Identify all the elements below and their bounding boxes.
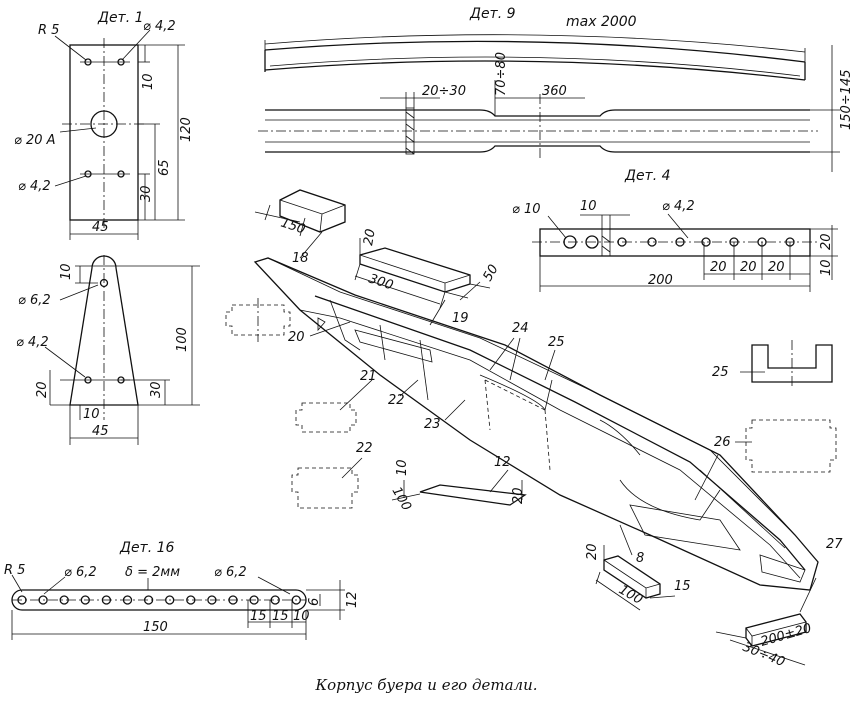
part-18-label: 18 bbox=[292, 251, 309, 266]
part-12-dim-100: 100 bbox=[389, 485, 414, 514]
det4-hole bbox=[675, 237, 685, 247]
bracket-d62: ⌀ 6,2 bbox=[18, 293, 51, 308]
det9-dim-360: 360 bbox=[542, 84, 567, 99]
det16-d62-left: ⌀ 6,2 bbox=[64, 565, 97, 580]
part-26-label: 26 bbox=[714, 435, 731, 450]
part-22-frame bbox=[291, 457, 363, 509]
figure-caption: Корпус буера и его детали. bbox=[315, 676, 538, 694]
det4-dim-20b: 20 bbox=[740, 260, 757, 275]
det1-dim-120: 120 bbox=[179, 117, 194, 142]
det9-dim-150-145: 150÷145 bbox=[839, 69, 853, 130]
det4-hole bbox=[617, 237, 627, 247]
part-22-label: 22 bbox=[356, 441, 373, 456]
det4-dim-10: 10 bbox=[580, 199, 597, 214]
det16-dim-15b: 15 bbox=[272, 609, 289, 624]
part-12-plate bbox=[391, 469, 527, 506]
det9-title: Дет. 9 bbox=[469, 6, 516, 22]
det16-dim-10: 10 bbox=[293, 609, 310, 624]
det4-hole bbox=[563, 235, 577, 249]
det4-d10: ⌀ 10 bbox=[512, 202, 541, 217]
det1-title: Дет. 1 bbox=[97, 10, 144, 26]
bracket-part bbox=[44, 255, 200, 445]
part-19-plank bbox=[354, 238, 491, 326]
det4-dim-10-vert: 10 bbox=[819, 259, 834, 276]
det1-r5: R 5 bbox=[38, 23, 59, 38]
part-19-dim-20: 20 bbox=[361, 228, 379, 247]
bracket-dim-10b: 10 bbox=[83, 407, 100, 422]
det16-dim-15a: 15 bbox=[250, 609, 267, 624]
part-20-label: 20 bbox=[288, 330, 305, 345]
det1-d42-bottom: ⌀ 4,2 bbox=[18, 179, 51, 194]
det4-strip bbox=[532, 213, 838, 292]
part-12-dim-10: 10 bbox=[395, 459, 410, 476]
hull-body bbox=[253, 257, 819, 591]
part-22-label-hull: 22 bbox=[388, 393, 405, 408]
part-8-dim-15: 15 bbox=[674, 579, 691, 594]
part-23-label: 23 bbox=[424, 417, 441, 432]
det1-d42-top: ⌀ 4,2 bbox=[143, 19, 176, 34]
part-12-dim-20: 20 bbox=[511, 487, 526, 504]
det4-dim-20c: 20 bbox=[768, 260, 785, 275]
bracket-dim-30: 30 bbox=[149, 381, 164, 398]
det1-dim-10: 10 bbox=[141, 73, 156, 90]
bracket-dim-20: 20 bbox=[35, 381, 50, 398]
part-8-dim-20: 20 bbox=[585, 543, 600, 560]
det4-hole bbox=[647, 237, 657, 247]
det4-dim-20a: 20 bbox=[710, 260, 727, 275]
part-25-label-hull: 25 bbox=[548, 335, 565, 350]
det4-d42: ⌀ 4,2 bbox=[662, 199, 695, 214]
part-25-label: 25 bbox=[712, 365, 729, 380]
det9-max-length: max 2000 bbox=[566, 14, 637, 30]
bracket-dim-45: 45 bbox=[92, 424, 109, 439]
part-18-dim-150: 150 bbox=[279, 216, 307, 238]
det1-dim-30: 30 bbox=[139, 185, 154, 202]
det1-dim-45: 45 bbox=[92, 220, 109, 235]
part-21-label: 21 bbox=[360, 369, 377, 384]
part-8-block bbox=[595, 524, 676, 611]
det1-plate bbox=[54, 29, 185, 240]
part-19-dim-300: 300 bbox=[367, 272, 395, 294]
det16-d62-right: ⌀ 6,2 bbox=[214, 565, 247, 580]
det4-dim-20-vert: 20 bbox=[819, 233, 834, 250]
det16-dim-6: 6 bbox=[307, 598, 322, 606]
det9-beam bbox=[258, 34, 840, 172]
bracket-d42: ⌀ 4,2 bbox=[16, 335, 49, 350]
det16-dim-12: 12 bbox=[345, 591, 360, 608]
det9-dim-70-80: 70÷80 bbox=[494, 52, 509, 96]
det1-d20a: ⌀ 20 А bbox=[14, 133, 56, 148]
part-26-frame bbox=[694, 419, 837, 501]
part-24-label: 24 bbox=[512, 321, 529, 336]
part-21-frame bbox=[295, 379, 373, 433]
part-19-dim-50: 50 bbox=[480, 262, 501, 284]
part-12-label: 12 bbox=[494, 455, 511, 470]
part-18-block bbox=[254, 189, 346, 259]
part-27-block bbox=[715, 577, 817, 666]
det4-hole bbox=[585, 235, 599, 249]
det4-title: Дет. 4 bbox=[624, 168, 671, 184]
bracket-dim-10: 10 bbox=[59, 263, 74, 280]
det1-dim-65: 65 bbox=[157, 159, 172, 176]
part-19-label: 19 bbox=[452, 311, 469, 326]
det4-hole bbox=[701, 237, 711, 247]
part-27-label: 27 bbox=[826, 537, 843, 552]
det16-title: Дет. 16 bbox=[119, 540, 175, 556]
det16-dim-150: 150 bbox=[143, 620, 168, 635]
bracket-dim-100: 100 bbox=[175, 327, 190, 352]
part-8-label: 8 bbox=[636, 551, 644, 566]
det16-thickness: δ = 2мм bbox=[125, 565, 180, 580]
part-25-frame bbox=[740, 340, 833, 388]
part-20-frame bbox=[225, 298, 351, 342]
det16-strip bbox=[11, 574, 345, 640]
det9-dim-20-30: 20÷30 bbox=[422, 84, 466, 99]
det4-dim-200: 200 bbox=[648, 273, 673, 288]
det16-r5: R 5 bbox=[4, 563, 25, 578]
